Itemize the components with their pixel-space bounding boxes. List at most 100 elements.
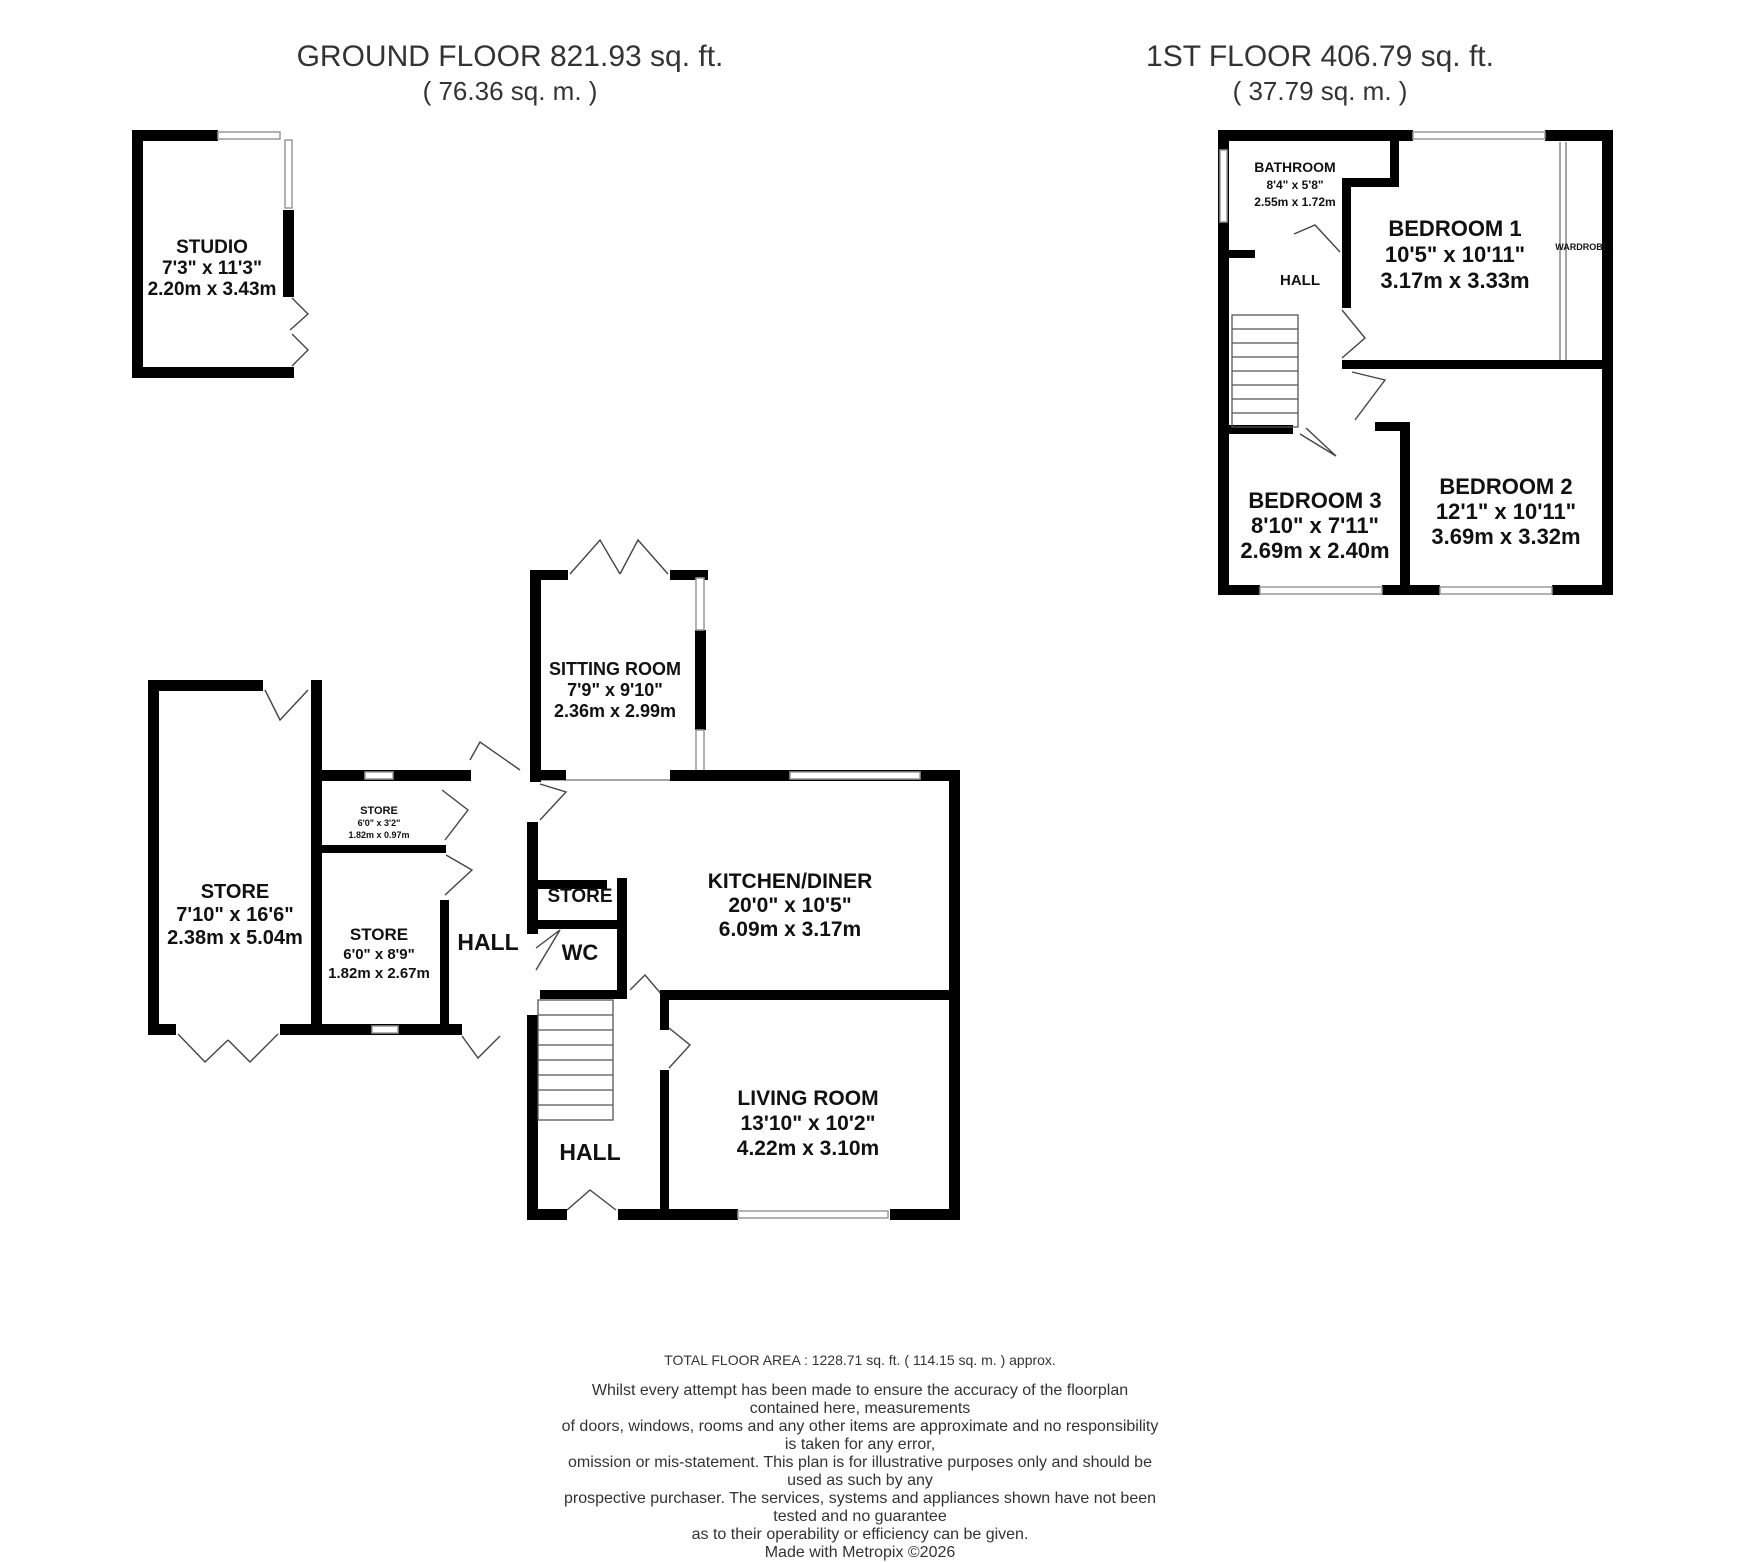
hall-side-label: HALL xyxy=(457,929,518,955)
ground-staircase xyxy=(537,999,614,1121)
sitting-room-window-bottom xyxy=(695,729,705,773)
ground-floor-area: GROUND FLOOR 821.93 sq. ft. xyxy=(296,40,724,73)
disclaimer-line: as to their operability or efficiency ca… xyxy=(691,1526,1029,1543)
hall-kitchen-door xyxy=(539,783,568,821)
store-mid-name: STORE xyxy=(350,925,408,944)
bathroom-imperial: 8'4" x 5'8" xyxy=(1266,178,1323,192)
bedroom3-name: BEDROOM 3 xyxy=(1248,488,1381,513)
store-mid-window xyxy=(371,1025,399,1034)
room-label-bedroom3: BEDROOM 3 8'10" x 7'11" 2.69m x 2.40m xyxy=(1240,488,1389,563)
first-floor-walls xyxy=(1218,130,1613,595)
bedroom2-door xyxy=(1351,371,1387,421)
living-room-window xyxy=(737,1210,889,1219)
bedroom3-metric: 2.69m x 2.40m xyxy=(1240,538,1389,563)
hall-side-door-top xyxy=(469,740,521,771)
store-mid-imperial: 6'0" x 8'9" xyxy=(343,946,414,963)
studio-window-right xyxy=(284,139,293,209)
disclaimer-line: of doors, windows, rooms and any other i… xyxy=(561,1418,1159,1453)
room-label-store-mid: STORE 6'0" x 8'9" 1.82m x 2.67m xyxy=(328,925,430,982)
room-label-bedroom1: BEDROOM 1 10'5" x 10'11" 3.17m x 3.33m xyxy=(1380,216,1529,293)
floorplan: STUDIO 7'3" x 11'3" 2.20m x 3.43m SITTIN… xyxy=(132,130,1613,1220)
bathroom-name: BATHROOM xyxy=(1254,159,1335,175)
ground-floor-metric: ( 76.36 sq. m. ) xyxy=(422,76,598,106)
wardrobe xyxy=(1559,142,1567,360)
bedroom1-imperial: 10'5" x 10'11" xyxy=(1385,242,1525,267)
room-label-store-small: STORE 6'0" x 3'2" 1.82m x 0.97m xyxy=(348,805,409,840)
ground-floor-heading: GROUND FLOOR 821.93 sq. ft. ( 76.36 sq. … xyxy=(290,40,730,108)
room-label-bedroom2: BEDROOM 2 12'1" x 10'11" 3.69m x 3.32m xyxy=(1431,474,1580,549)
store-small-name: STORE xyxy=(360,805,398,817)
first-floor-hall-label: HALL xyxy=(1280,272,1320,289)
studio-walls xyxy=(132,130,294,378)
bedroom2-metric: 3.69m x 3.32m xyxy=(1431,524,1580,549)
sitting-room-name: SITTING ROOM xyxy=(549,659,681,679)
footer: TOTAL FLOOR AREA : 1228.71 sq. ft. ( 114… xyxy=(560,1352,1160,1368)
hall-main-label: HALL xyxy=(559,1139,620,1165)
living-room-door xyxy=(668,1027,692,1069)
front-door xyxy=(566,1189,617,1211)
bathroom-window xyxy=(1219,149,1228,223)
store-mid-door xyxy=(444,854,474,896)
room-label-sitting-room: SITTING ROOM 7'9" x 9'10" 2.36m x 2.99m xyxy=(549,659,681,721)
wc-label: WC xyxy=(562,940,599,965)
living-room-imperial: 13'10" x 10'2" xyxy=(740,1112,875,1135)
store-large-walls xyxy=(148,680,462,1035)
sitting-room-walls xyxy=(530,570,708,782)
kitchen-diner-imperial: 20'0" x 10'5" xyxy=(728,894,851,917)
bathroom-door xyxy=(1293,224,1341,253)
studio-door xyxy=(289,297,310,367)
first-floor-area: 1ST FLOOR 406.79 sq. ft. xyxy=(1146,40,1494,73)
disclaimer-line: Whilst every attempt has been made to en… xyxy=(591,1382,1129,1417)
total-floor-area: TOTAL FLOOR AREA : 1228.71 sq. ft. ( 114… xyxy=(664,1352,1056,1368)
sitting-room-imperial: 7'9" x 9'10" xyxy=(567,680,663,700)
first-floor-heading: 1ST FLOOR 406.79 sq. ft. ( 37.79 sq. m. … xyxy=(1100,40,1540,108)
living-room-metric: 4.22m x 3.10m xyxy=(737,1137,879,1160)
bedroom2-imperial: 12'1" x 10'11" xyxy=(1436,499,1576,524)
store-large-metric: 2.38m x 5.04m xyxy=(167,927,303,949)
store-mid-metric: 1.82m x 2.67m xyxy=(328,965,430,982)
room-label-bathroom: BATHROOM 8'4" x 5'8" 2.55m x 1.72m xyxy=(1254,159,1335,209)
wardrobe-label: WARDROBE xyxy=(1555,242,1609,252)
store-small-window xyxy=(364,771,394,780)
bedroom1-window xyxy=(1412,131,1546,140)
store-wc-label: STORE xyxy=(547,886,612,907)
store-large-door-top xyxy=(264,689,309,722)
disclaimer: Whilst every attempt has been made to en… xyxy=(560,1382,1160,1562)
room-label-living-room: LIVING ROOM 13'10" x 10'2" 4.22m x 3.10m xyxy=(737,1087,879,1160)
bedroom3-imperial: 8'10" x 7'11" xyxy=(1251,513,1379,538)
disclaimer-line: prospective purchaser. The services, sys… xyxy=(563,1490,1157,1525)
bedroom3-door xyxy=(1299,427,1337,457)
bedroom1-door xyxy=(1341,309,1366,359)
bedroom3-window xyxy=(1259,586,1383,595)
sitting-room-french-doors xyxy=(569,538,669,575)
room-label-store-large: STORE 7'10" x 16'6" 2.38m x 5.04m xyxy=(167,881,303,949)
kitchen-diner-metric: 6.09m x 3.17m xyxy=(719,918,861,941)
sitting-room-window-top xyxy=(695,577,705,631)
store-large-imperial: 7'10" x 16'6" xyxy=(176,904,293,926)
room-label-studio: STUDIO 7'3" x 11'3" 2.20m x 3.43m xyxy=(148,237,277,300)
sitting-room-metric: 2.36m x 2.99m xyxy=(554,701,676,721)
store-large-name: STORE xyxy=(201,881,270,903)
bedroom2-name: BEDROOM 2 xyxy=(1439,474,1572,499)
first-floor-staircase xyxy=(1231,314,1299,428)
bedroom2-window xyxy=(1439,586,1553,595)
studio-metric: 2.20m x 3.43m xyxy=(148,279,277,300)
disclaimer-credit: Made with Metropix ©2026 xyxy=(764,1544,956,1561)
store-small-imperial: 6'0" x 3'2" xyxy=(358,818,401,828)
kitchen-window xyxy=(789,771,921,780)
disclaimer-line: omission or mis-statement. This plan is … xyxy=(568,1454,1152,1489)
store-small-metric: 1.82m x 0.97m xyxy=(348,830,409,840)
studio-name: STUDIO xyxy=(176,237,248,258)
hall-side-door-bottom xyxy=(461,1035,501,1060)
studio-window-top xyxy=(217,131,281,140)
bedroom1-metric: 3.17m x 3.33m xyxy=(1380,268,1529,293)
bedroom1-name: BEDROOM 1 xyxy=(1388,216,1521,241)
first-floor-metric: ( 37.79 sq. m. ) xyxy=(1232,76,1408,106)
kitchen-diner-name: KITCHEN/DINER xyxy=(708,870,873,893)
bathroom-metric: 2.55m x 1.72m xyxy=(1254,195,1335,209)
room-label-kitchen-diner: KITCHEN/DINER 20'0" x 10'5" 6.09m x 3.17… xyxy=(708,870,873,941)
studio-imperial: 7'3" x 11'3" xyxy=(162,258,262,279)
living-hall-walls xyxy=(527,990,960,1220)
store-large-double-door xyxy=(177,1033,279,1063)
living-room-name: LIVING ROOM xyxy=(737,1087,878,1110)
